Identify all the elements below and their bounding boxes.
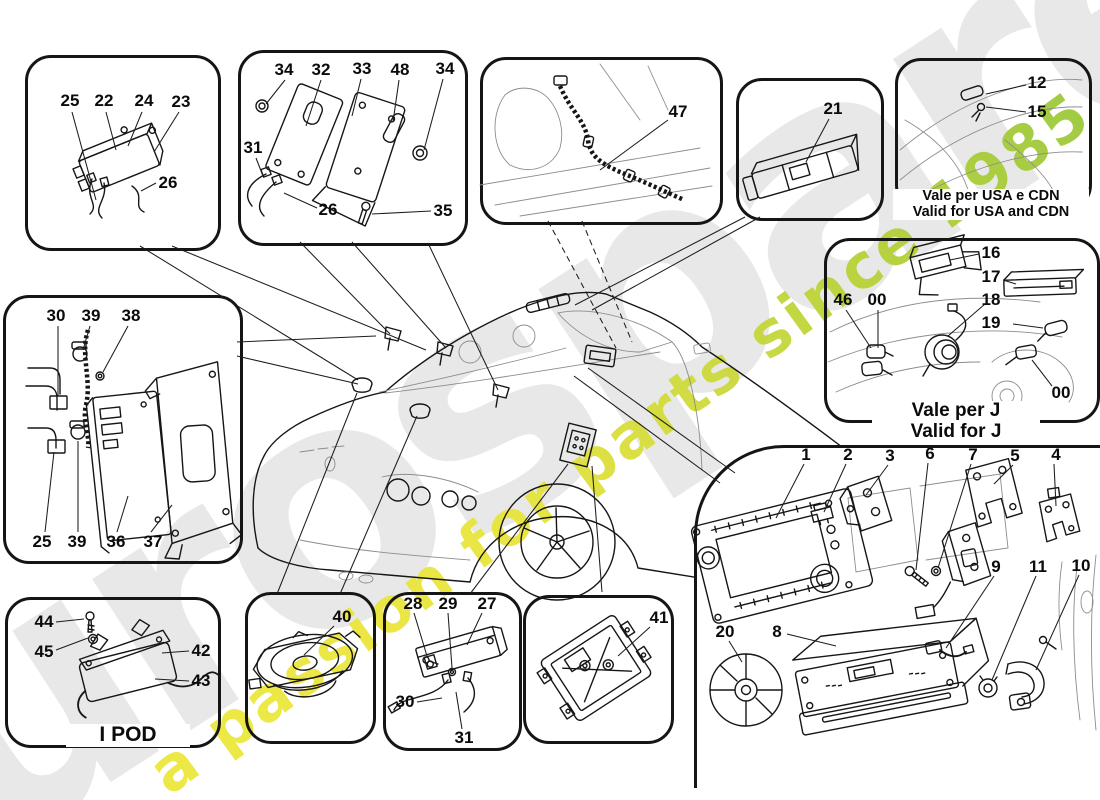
roof-module-part xyxy=(742,133,860,201)
amplifier-part xyxy=(536,615,652,721)
callout-27: 27 xyxy=(477,594,497,613)
caption-ipod: I POD xyxy=(66,723,190,747)
panel-aerial-bracket xyxy=(383,592,522,751)
callout-21: 21 xyxy=(823,99,843,118)
leader-lines xyxy=(44,78,1080,730)
panel-antenna-cable xyxy=(480,57,723,225)
caption-japan-line2: Valid for J xyxy=(910,420,1002,442)
callout-37: 37 xyxy=(143,532,163,551)
callout-8: 8 xyxy=(772,622,782,641)
caption-japan-line1: Vale per J xyxy=(911,400,1001,421)
callout-20: 20 xyxy=(715,622,735,641)
callout-38: 38 xyxy=(121,306,141,325)
callout-10: 10 xyxy=(1071,556,1091,575)
callout-7: 7 xyxy=(968,445,978,464)
callout-28: 28 xyxy=(403,594,423,613)
callout-15: 15 xyxy=(1027,102,1047,121)
callout-6: 6 xyxy=(925,444,935,463)
callout-26b: 26 xyxy=(318,200,338,219)
callout-00b: 00 xyxy=(1051,383,1071,402)
callout-46: 46 xyxy=(833,290,853,309)
callout-30b: 30 xyxy=(395,692,415,711)
callout-1: 1 xyxy=(801,445,811,464)
panel-roof-module xyxy=(736,78,884,221)
callout-23: 23 xyxy=(171,92,191,111)
head-unit-assembly-part xyxy=(690,457,1097,736)
callout-40: 40 xyxy=(332,607,352,626)
callout-34b: 34 xyxy=(435,59,455,78)
callout-44: 44 xyxy=(34,612,54,631)
panel-brackets xyxy=(238,50,468,246)
callout-43: 43 xyxy=(191,671,211,690)
callout-42: 42 xyxy=(191,641,211,660)
panel-amplifier xyxy=(523,595,674,744)
callout-25: 25 xyxy=(60,91,80,110)
callout-31: 31 xyxy=(243,138,263,157)
antenna-cable-part xyxy=(479,63,713,217)
callout-29: 29 xyxy=(438,594,458,613)
callout-9: 9 xyxy=(991,557,1001,576)
callout-39: 39 xyxy=(81,306,101,325)
callout-24: 24 xyxy=(134,91,154,110)
callout-31b: 31 xyxy=(454,728,474,747)
callout-33: 33 xyxy=(352,59,372,78)
callout-35: 35 xyxy=(433,201,453,220)
callout-00: 00 xyxy=(867,290,887,309)
usa-cdn-part xyxy=(899,78,1083,197)
panel-amplifier-interface xyxy=(25,55,221,251)
callout-32: 32 xyxy=(311,60,331,79)
door-module-on-car xyxy=(559,422,597,468)
ecu-bracket-part xyxy=(25,329,243,560)
callout-11: 11 xyxy=(1029,557,1047,576)
car-illustration xyxy=(252,291,901,601)
callout-25b: 25 xyxy=(32,532,52,551)
brackets-part xyxy=(247,83,428,227)
callout-5: 5 xyxy=(1010,446,1020,465)
callout-26: 26 xyxy=(158,173,178,192)
amplifier-interface-part xyxy=(72,122,164,219)
callout-3: 3 xyxy=(885,446,895,465)
caption-usa-cdn: Vale per USA e CDN Valid for USA and CDN xyxy=(893,188,1089,221)
callout-18: 18 xyxy=(981,290,1001,309)
callout-48: 48 xyxy=(390,60,410,79)
panel-speaker xyxy=(245,592,376,744)
aerial-bracket-part xyxy=(387,625,508,714)
caption-usa-cdn-line1: Vale per USA e CDN xyxy=(922,188,1060,204)
callout-34: 34 xyxy=(274,60,294,79)
speaker-part xyxy=(248,630,361,698)
caption-usa-cdn-line2: Valid for USA and CDN xyxy=(912,203,1070,220)
japan-part xyxy=(827,234,1085,412)
callout-2: 2 xyxy=(843,445,853,464)
callout-16: 16 xyxy=(981,243,1001,262)
ipod-part xyxy=(77,611,221,719)
callout-4: 4 xyxy=(1051,445,1061,464)
panel-ecu-bracket xyxy=(3,295,243,564)
callout-47: 47 xyxy=(668,102,688,121)
callout-36: 36 xyxy=(106,532,126,551)
callout-45: 45 xyxy=(34,642,54,661)
callout-30: 30 xyxy=(46,306,66,325)
callout-17: 17 xyxy=(981,267,1001,286)
callout-39b: 39 xyxy=(67,532,87,551)
callout-22: 22 xyxy=(94,91,114,110)
callout-19: 19 xyxy=(981,313,1001,332)
callout-12: 12 xyxy=(1027,73,1047,92)
panel-head-unit-assembly xyxy=(694,445,1100,788)
callout-41: 41 xyxy=(649,608,669,627)
caption-japan: Vale per J Valid for J xyxy=(872,400,1040,443)
